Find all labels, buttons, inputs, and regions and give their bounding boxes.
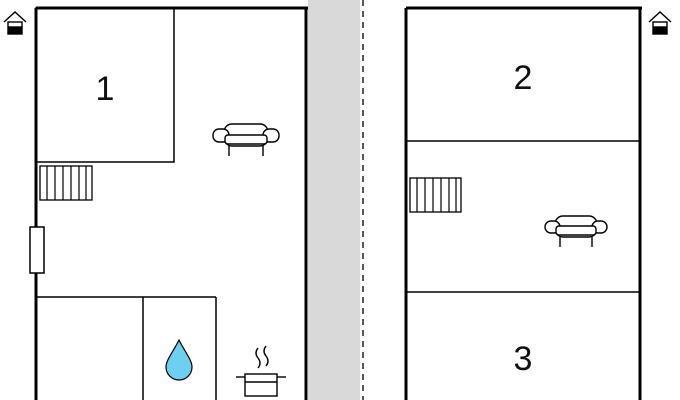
- room-3-label: 3: [514, 340, 533, 378]
- staircase-icon: [409, 177, 462, 213]
- sofa-icon: [212, 123, 280, 156]
- room-2-label: 2: [514, 59, 533, 97]
- cooking-pot-icon: [236, 345, 286, 397]
- sofa-icon: [544, 215, 608, 247]
- house-icon: [3, 11, 27, 35]
- floor-left: 1: [3, 6, 308, 400]
- door-icon: [29, 226, 45, 274]
- water-drop-icon: [165, 338, 193, 381]
- house-icon: [648, 11, 672, 35]
- room-1-label: 1: [96, 70, 115, 108]
- separator-band: [308, 0, 360, 400]
- staircase-icon: [39, 165, 93, 201]
- floor-right: 2 3: [404, 6, 672, 400]
- room-1: [35, 7, 175, 163]
